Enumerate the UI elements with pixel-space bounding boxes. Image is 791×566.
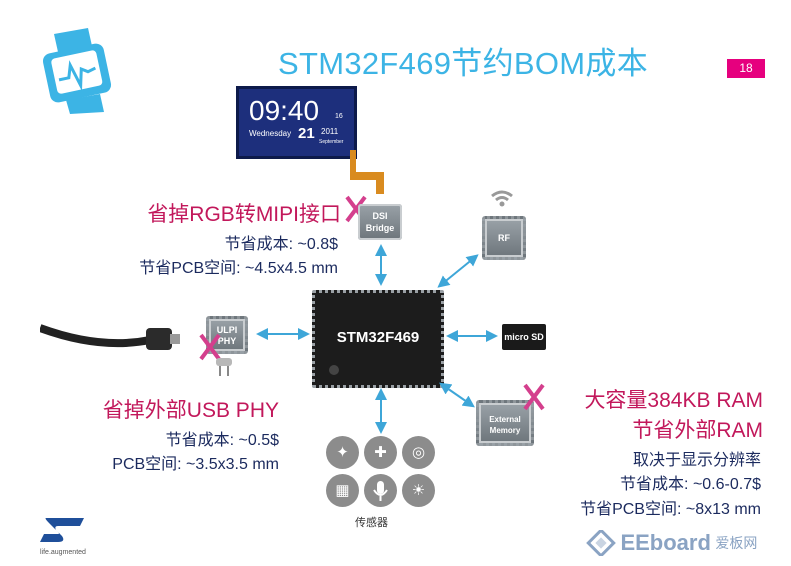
st-logo: life.augmented <box>40 518 98 558</box>
usb-pcb: PCB空间: ~3.5x3.5 mm <box>112 456 279 473</box>
rf-label: RF <box>498 233 510 243</box>
display-year: 2011 <box>321 127 339 136</box>
display-day: 21 <box>298 125 315 142</box>
slide-title: STM32F469节约BOM成本 <box>278 46 648 81</box>
watermark-cn: 爱板网 <box>715 535 758 551</box>
smartwatch-icon <box>40 26 118 114</box>
usb-cost: 节省成本: ~0.5$ <box>165 432 279 449</box>
cross-mark-icon <box>198 332 222 362</box>
ram-cost: 节省成本: ~0.6-0.7$ <box>620 476 761 493</box>
eeboard-watermark: EEboard 爱板网 <box>586 528 758 558</box>
mipi-pcb: 节省PCB空间: ~4.5x4.5 mm <box>139 260 338 277</box>
ulpi-phy-label: ULPI PHY <box>216 325 238 346</box>
flex-cable <box>350 150 384 194</box>
lcd-display: 09:40 16 Wednesday 21 2011 September <box>236 86 357 159</box>
display-seconds: 16 <box>335 113 343 120</box>
micro-sd-card: micro SD <box>502 324 546 350</box>
light-sensor-icon: ☀ <box>402 474 435 507</box>
ram-heading-2: 节省外部RAM <box>632 419 763 442</box>
display-weekday: Wednesday <box>249 129 292 138</box>
dsi-bridge-label: DSI Bridge <box>365 211 395 233</box>
microphone-icon <box>364 474 397 507</box>
ram-resolution-note: 取决于显示分辨率 <box>632 452 761 469</box>
mcu-pin1-dot <box>329 365 339 375</box>
direction-sensor-icon: ✚ <box>364 436 397 469</box>
mipi-cost: 节省成本: ~0.8$ <box>224 236 338 253</box>
st-tagline: life.augmented <box>40 549 86 556</box>
ram-pcb: 节省PCB空间: ~8x13 mm <box>580 501 761 518</box>
display-month: September <box>319 139 344 145</box>
mcu-chip: STM32F469 <box>312 290 444 388</box>
rf-chip: RF <box>482 216 526 260</box>
ram-heading-1: 大容量384KB RAM <box>584 389 763 412</box>
mipi-heading: 省掉RGB转MIPI接口 <box>147 203 341 226</box>
wifi-icon <box>488 188 516 208</box>
mcu-label: STM32F469 <box>336 329 420 346</box>
cross-mark-icon <box>522 382 546 412</box>
external-memory-label: External Memory <box>489 415 521 435</box>
keypad-sensor-icon: ▦ <box>326 474 359 507</box>
ulpi-phy-chip: ULPI PHY <box>206 316 248 354</box>
motion-sensor-icon: ✦ <box>326 436 359 469</box>
compass-sensor-icon: ◎ <box>402 436 435 469</box>
usb-cable <box>40 324 180 350</box>
sensors-label: 传感器 <box>355 517 388 529</box>
usb-heading: 省掉外部USB PHY <box>102 399 279 422</box>
micro-sd-label: micro SD <box>504 332 544 342</box>
display-time: 09:40 <box>249 95 320 126</box>
dsi-bridge-chip: DSI Bridge <box>358 204 402 240</box>
page-number: 18 <box>727 59 765 78</box>
watermark-brand: EEboard <box>620 530 711 555</box>
crystal-component <box>216 358 232 376</box>
